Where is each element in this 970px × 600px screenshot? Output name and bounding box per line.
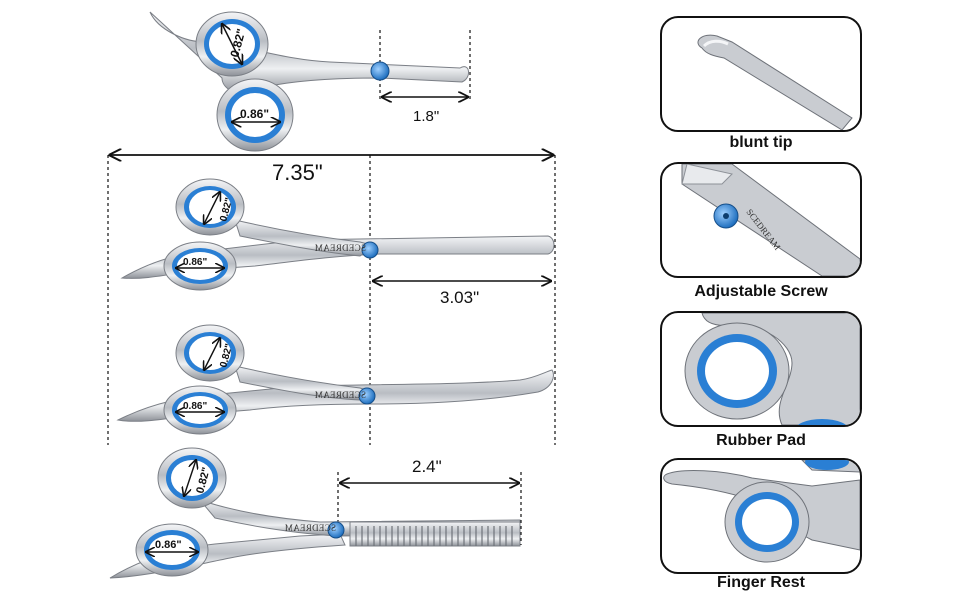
finger-rest-icon — [663, 460, 860, 563]
blunt-tip-card — [660, 16, 862, 132]
straight-finger-measure: 0.86" — [176, 257, 224, 268]
thinning-finger-measure: 0.86" — [146, 539, 198, 552]
adjustable-screw-card: SCEDREAM — [660, 162, 862, 278]
blade-length-label: 3.03" — [440, 288, 479, 307]
blade-length-measure: 3.03" — [373, 281, 551, 307]
finger-rest-card — [660, 458, 862, 574]
curved-brand-mark: SCEDREAM — [315, 390, 366, 400]
overall-length-measure: 7.35" — [110, 155, 553, 185]
thinning-scissors: SCEDREAM — [109, 447, 521, 579]
finger-rest-label: Finger Rest — [716, 574, 805, 591]
curved-scissors: SCEDREAM — [116, 324, 554, 435]
rubber-pad-icon — [684, 313, 860, 425]
screw-icon: SCEDREAM — [681, 164, 860, 276]
tip-length-label: 1.8" — [413, 108, 439, 125]
thinning-finger-ring-size: 0.86" — [155, 539, 182, 551]
straight-scissors: SCEDREAM — [120, 178, 555, 291]
blunt-tip-label: blunt tip — [729, 134, 793, 151]
rubber-pad-card — [660, 311, 862, 427]
thinning-teeth — [355, 526, 513, 546]
curved-finger-measure: 0.86" — [176, 401, 224, 412]
straight-finger-ring-size: 0.86" — [183, 257, 207, 268]
straight-brand-mark: SCEDREAM — [315, 243, 366, 253]
thinning-brand-mark: SCEDREAM — [285, 523, 336, 533]
teeth-length-measure: 2.4" — [340, 457, 519, 483]
small-finger-ring-size: 0.86" — [240, 107, 269, 121]
overall-length-label: 7.35" — [272, 160, 323, 185]
adjustable-screw-label: Adjustable Screw — [694, 283, 828, 300]
rubber-pad-label: Rubber Pad — [716, 432, 806, 449]
curved-finger-ring-size: 0.86" — [183, 401, 207, 412]
tip-length-measure: 1.8" — [382, 97, 468, 125]
blunt-tip-icon — [697, 34, 853, 130]
teeth-length-label: 2.4" — [412, 457, 442, 476]
small-finger-measure: 0.86" — [232, 107, 280, 122]
small-scissors — [149, 11, 469, 152]
